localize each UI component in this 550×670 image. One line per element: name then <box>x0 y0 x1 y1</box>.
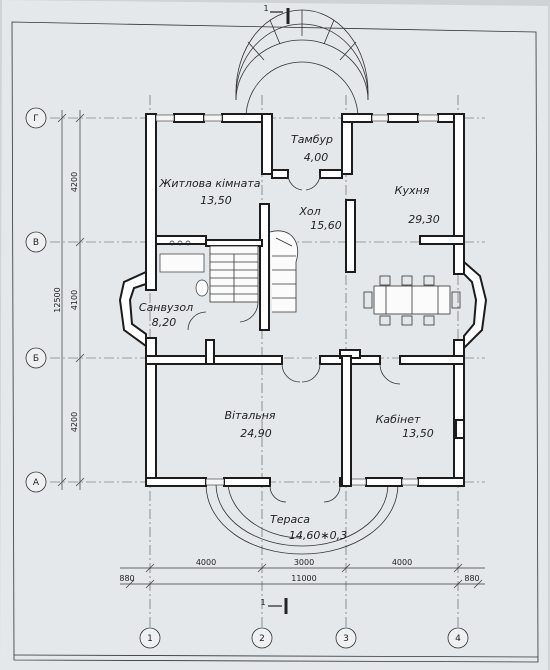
room-name-study: Кабінет <box>376 413 421 426</box>
dim-bottom-offset-right: 880 <box>464 574 479 583</box>
dining-table <box>363 275 461 326</box>
room-name-hall: Хол <box>298 205 320 218</box>
room-area-living-room: 24,90 <box>240 427 272 440</box>
room-name-bedroom: Житлова кімната <box>159 177 261 190</box>
dim-left-part-3: 4200 <box>70 412 79 432</box>
bottom-dimension-chain: 4000 3000 4000 11000 880 880 <box>119 558 485 589</box>
room-name-vestibule: Тамбур <box>291 133 333 146</box>
interior-walls <box>145 199 465 487</box>
room-area-study: 13,50 <box>402 427 434 440</box>
column-axis-markers: 1 2 3 4 <box>139 627 469 649</box>
room-name-bathroom: Санвузол <box>139 301 193 314</box>
room-name-living-room: Вітальня <box>224 409 275 422</box>
axis-label-row-b: Б <box>33 354 39 364</box>
door-swings <box>187 173 401 503</box>
room-area-kitchen: 29,30 <box>408 213 440 226</box>
section-label-top: 1 <box>263 4 268 13</box>
dim-bottom-span-2: 3000 <box>294 558 314 567</box>
axis-label-row-a: А <box>33 478 40 488</box>
axis-label-col-1: 1 <box>147 634 153 644</box>
staircase <box>209 230 298 313</box>
dim-left-total: 12500 <box>53 287 62 312</box>
section-mark-top: 1 <box>263 4 290 24</box>
row-axis-markers: Г В Б А <box>25 107 47 493</box>
room-labels: Тамбур 4,00 Житлова кімната 13,50 Хол 15… <box>139 133 440 542</box>
room-name-terrace: Тераса <box>270 513 310 526</box>
section-label-bottom: 1 <box>260 598 265 607</box>
dim-left-part-1: 4200 <box>70 172 79 192</box>
bathroom-fixtures <box>159 240 209 297</box>
dim-bottom-span-1: 4000 <box>196 558 216 567</box>
axis-label-col-4: 4 <box>455 634 461 644</box>
left-dimension-chain: 12500 4200 4100 4200 <box>53 110 85 490</box>
room-area-bedroom: 13,50 <box>200 194 232 207</box>
dim-bottom-total: 11000 <box>291 574 316 583</box>
room-area-hall: 15,60 <box>310 219 342 232</box>
axis-label-col-3: 3 <box>343 634 349 644</box>
exterior-walls <box>118 113 488 487</box>
axis-label-row-g: Г <box>33 114 39 124</box>
terrace <box>205 483 399 555</box>
room-area-terrace: 14,60∗0,3 <box>289 529 347 542</box>
section-mark-bottom: 1 <box>260 598 288 614</box>
title-block-line <box>13 654 539 658</box>
entrance-canopy <box>235 9 369 119</box>
drawing-frame <box>11 21 539 663</box>
axis-label-col-2: 2 <box>259 634 265 644</box>
room-area-vestibule: 4,00 <box>304 151 329 164</box>
room-name-kitchen: Кухня <box>395 184 430 197</box>
dim-bottom-offset-left: 880 <box>119 574 134 583</box>
dim-bottom-span-3: 4000 <box>392 558 412 567</box>
axis-label-row-v: В <box>33 238 39 248</box>
dim-left-part-2: 4100 <box>70 290 79 310</box>
room-area-bathroom: 8,20 <box>152 316 177 329</box>
